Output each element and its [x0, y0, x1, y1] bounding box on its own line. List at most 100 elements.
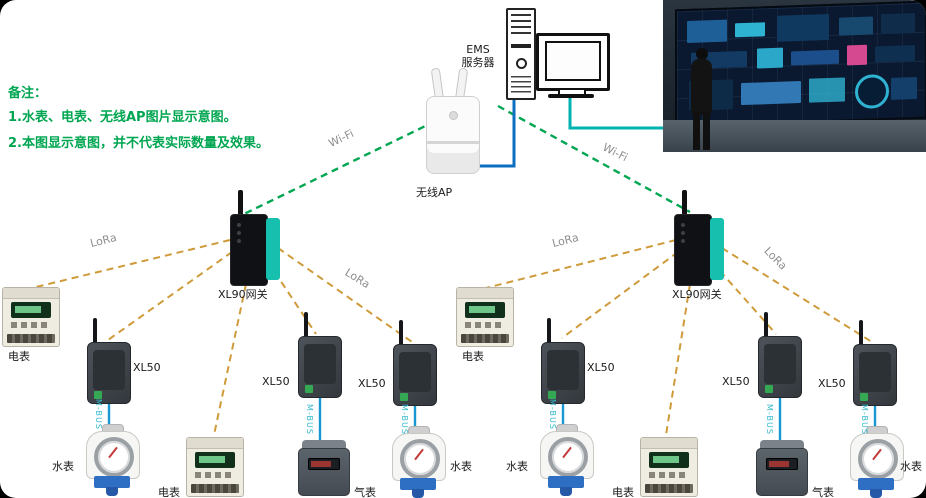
ap-led — [449, 111, 458, 120]
water-meter-2 — [390, 426, 446, 498]
collector-xl50-2 — [298, 312, 342, 398]
meter-top — [457, 288, 513, 299]
meter-buttons — [465, 322, 505, 328]
gas-meter-cap — [760, 440, 804, 450]
meter-lcd — [465, 302, 505, 318]
water-meter-pipe — [412, 489, 424, 498]
gateway-left — [230, 214, 268, 286]
gas-meter-2-label: 气表 — [812, 486, 834, 498]
gateway-right-antenna — [682, 190, 687, 216]
video-wall-tile — [881, 13, 915, 35]
collector-logo — [548, 391, 556, 399]
gas-meter-2 — [756, 440, 808, 496]
collector-antenna — [547, 318, 551, 344]
water-meter-3 — [538, 424, 594, 496]
energy-meter-2 — [186, 437, 244, 497]
collector-logo — [400, 393, 408, 401]
water-meter-dial — [548, 437, 588, 477]
ap-uplink-cable — [480, 94, 516, 168]
video-wall-tile — [809, 77, 845, 103]
video-wall-tile — [847, 44, 867, 66]
water-meter-3-label: 水表 — [506, 460, 528, 473]
person-legs — [693, 112, 710, 150]
water-meter-dial — [858, 439, 898, 479]
collector-panel — [93, 350, 125, 390]
gas-meter-body — [756, 448, 808, 496]
meter-lcd — [11, 302, 51, 318]
lora-link-left-1 — [31, 239, 231, 289]
collector-panel — [547, 350, 579, 390]
water-meter-pipe — [870, 489, 882, 498]
collector-xl50-5-label: XL50 — [722, 375, 750, 388]
note-heading: 备注： — [8, 86, 48, 101]
ems-server-label-line1: EMS — [466, 43, 490, 56]
collector-xl50-2-label: XL50 — [262, 375, 290, 388]
person-head — [696, 48, 708, 60]
gateway-right-leds — [681, 223, 685, 227]
lora-link-right-3 — [665, 283, 691, 436]
lora-link-right-1 — [485, 239, 677, 289]
bus-label-5: M-BUS — [765, 404, 774, 435]
water-meter-base — [400, 478, 436, 490]
gateway-left-accent-module — [266, 218, 280, 280]
energy-meter-4 — [640, 437, 698, 497]
control-room-photo — [663, 0, 926, 152]
energy-meter-2-label: 电表 — [158, 486, 180, 498]
gateway-right-accent-module — [710, 218, 724, 280]
gas-meter-digits — [311, 461, 331, 467]
wifi-link-right — [497, 104, 691, 214]
collector-xl50-1 — [87, 318, 131, 404]
water-meter-base — [858, 478, 894, 490]
meter-buttons — [195, 472, 235, 478]
bus-label-1: M-BUS — [94, 399, 103, 430]
lora-link-left-3 — [213, 283, 247, 436]
meter-lcd — [195, 452, 235, 468]
ems-server-label-line2: 服务器 — [461, 56, 495, 69]
collector-xl50-4-label: XL50 — [587, 361, 615, 374]
bus-label-6: M-BUS — [860, 404, 869, 435]
note-line-1: 1.水表、电表、无线AP图片显示意图。 — [8, 110, 237, 125]
meter-buttons — [11, 322, 51, 328]
collector-logo — [305, 385, 313, 393]
collector-panel — [399, 352, 431, 392]
collector-logo — [765, 385, 773, 393]
collector-panel — [304, 344, 336, 384]
video-wall-tile — [735, 22, 765, 38]
water-meter-base — [94, 476, 130, 488]
lora-link-left-5 — [277, 247, 413, 343]
water-meter-pipe — [560, 487, 572, 496]
water-meter-1 — [84, 424, 140, 496]
gas-meter-1-label: 气表 — [354, 486, 376, 498]
tower-vents — [511, 76, 531, 94]
collector-antenna — [93, 318, 97, 344]
gas-meter-body — [298, 448, 350, 496]
water-meter-2-label: 水表 — [450, 460, 472, 473]
gas-meter-1 — [298, 440, 350, 496]
energy-meter-3-label: 电表 — [462, 350, 484, 363]
meter-terminals — [191, 484, 239, 493]
note-line-2: 2.本图显示意图，并不代表实际数量及效果。 — [8, 136, 269, 151]
lora-link-right-5 — [721, 247, 873, 343]
collector-xl50-4 — [541, 318, 585, 404]
meter-top — [187, 438, 243, 449]
wifi-link-left — [243, 114, 447, 216]
monitor-screen — [545, 41, 601, 81]
meter-top — [3, 288, 59, 299]
collector-antenna — [859, 320, 863, 346]
water-meter-4-label: 水表 — [900, 460, 922, 473]
person-silhouette — [689, 48, 715, 150]
water-meter-4 — [848, 426, 904, 498]
video-wall-tile — [777, 14, 829, 42]
gateway-left-leds — [237, 223, 241, 227]
tower-power-button — [516, 58, 527, 69]
monitor-base — [548, 94, 594, 98]
ems-server-label: EMS 服务器 — [454, 43, 502, 69]
gateway-left-label: XL90网关 — [218, 288, 268, 301]
water-meter-pipe — [106, 487, 118, 496]
video-wall-tile — [757, 47, 783, 69]
energy-meter-1 — [2, 287, 60, 347]
bus-label-4: M-BUS — [548, 399, 557, 430]
gas-meter-cap — [302, 440, 346, 450]
bus-label-3: M-BUS — [400, 404, 409, 435]
